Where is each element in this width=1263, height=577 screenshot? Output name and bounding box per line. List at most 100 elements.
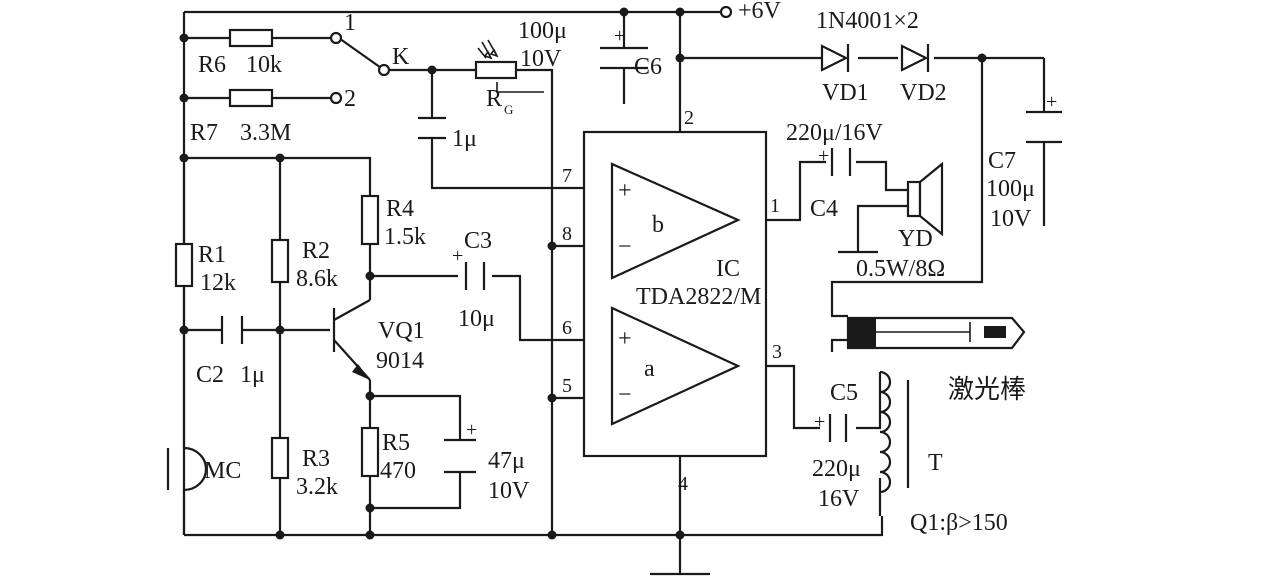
- c2-name: C2: [196, 362, 224, 388]
- vd1-name: VD1: [822, 80, 869, 106]
- pin-8: 8: [562, 223, 572, 245]
- speaker-rating: 0.5W/8Ω: [856, 256, 945, 282]
- capacitor-c2: C2 1μ: [196, 316, 265, 388]
- pin-6: 6: [562, 317, 572, 339]
- ce-value: 47μ: [488, 448, 525, 474]
- r6-name: R6: [198, 52, 226, 78]
- resistor-r7: [228, 88, 274, 108]
- transformer-t: T Q1:β>150: [879, 370, 1008, 536]
- resistor-r6: [228, 28, 274, 48]
- laser-label: 激光棒: [948, 375, 1026, 405]
- c3-name: C3: [464, 228, 492, 254]
- c4-value: 220μ/16V: [786, 120, 884, 146]
- svg-text:+: +: [452, 245, 463, 267]
- amp-a-label: a: [644, 356, 655, 382]
- resistor-r4: [360, 194, 380, 246]
- speaker-yd: YD 0.5W/8Ω: [838, 161, 945, 282]
- resistor-r2: [270, 238, 290, 284]
- svg-text:+: +: [814, 411, 825, 433]
- r5-name: R5: [382, 430, 410, 456]
- pin-7: 7: [562, 165, 572, 187]
- switch-k: 1 2 K: [329, 10, 410, 112]
- photoresistor-rg: R G 100μ 10V: [474, 18, 567, 117]
- mic-name: MC: [204, 458, 241, 484]
- laser-stick: 激光棒: [846, 316, 1026, 405]
- switch-pos2-label: 2: [344, 86, 356, 112]
- svg-text:+: +: [466, 419, 477, 441]
- diode-vd2: VD2: [900, 44, 947, 106]
- r1-name: R1: [198, 242, 226, 268]
- ic-name: IC: [716, 256, 740, 282]
- ic-part: TDA2822/M: [636, 284, 761, 310]
- c5-rating: 16V: [818, 486, 860, 512]
- r2-value: 8.6k: [296, 266, 338, 292]
- pin-2: 2: [684, 107, 694, 129]
- rg-name: R: [486, 86, 502, 112]
- transistor-vq1: VQ1 9014: [332, 299, 425, 381]
- r5-value: 470: [380, 458, 416, 484]
- wires: [182, 10, 1046, 574]
- c5-name: C5: [830, 380, 858, 406]
- svg-text:−: −: [618, 234, 632, 260]
- vq1-name: VQ1: [378, 318, 425, 344]
- resistor-r5: [360, 426, 380, 478]
- c6-name: C6: [634, 54, 662, 80]
- transformer-note: Q1:β>150: [910, 510, 1008, 536]
- c1-value: 1μ: [452, 126, 477, 152]
- r1-value: 12k: [200, 270, 236, 296]
- r3-value: 3.2k: [296, 474, 338, 500]
- svg-text:+: +: [1046, 91, 1057, 113]
- capacitor-emitter-bypass: + 47μ 10V: [444, 419, 530, 504]
- ce-rating: 10V: [488, 478, 530, 504]
- amp-a: [610, 306, 741, 426]
- pin-4: 4: [678, 473, 688, 495]
- capacitor-c4: + 220μ/16V C4: [786, 120, 884, 222]
- rg-rating: 10V: [520, 46, 562, 72]
- supply-terminal: [719, 5, 733, 19]
- r4-value: 1.5k: [384, 224, 426, 250]
- capacitor-c3: + C3 10μ: [452, 228, 495, 332]
- resistor-r1: [174, 242, 194, 288]
- c3-value: 10μ: [458, 306, 495, 332]
- r7-value: 3.3M: [240, 120, 291, 146]
- c2-value: 1μ: [240, 362, 265, 388]
- pin-5: 5: [562, 375, 572, 397]
- r2-name: R2: [302, 238, 330, 264]
- rg-subscript: G: [504, 102, 513, 117]
- switch-pos1-label: 1: [344, 10, 356, 36]
- supply-label: +6V: [738, 0, 782, 24]
- capacitor-c1: 1μ: [418, 116, 477, 152]
- capacitor-c7: + C7 100μ 10V: [986, 91, 1062, 232]
- diode-vd1: VD1: [820, 44, 869, 106]
- r4-name: R4: [386, 196, 414, 222]
- resistor-r3: [270, 436, 290, 480]
- speaker-name: YD: [898, 226, 933, 252]
- c7-name: C7: [988, 148, 1016, 174]
- switch-name-label: K: [392, 44, 410, 70]
- transformer-coil: [879, 370, 892, 494]
- amp-b: [610, 162, 741, 280]
- svg-text:−: −: [618, 382, 632, 408]
- svg-text:+: +: [618, 178, 632, 204]
- pin-3: 3: [772, 341, 782, 363]
- r6-value: 10k: [246, 52, 282, 78]
- capacitor-c6: + C6: [600, 25, 662, 80]
- c5-value: 220μ: [812, 456, 861, 482]
- svg-text:+: +: [614, 25, 625, 47]
- diodes-part: 1N4001×2: [816, 8, 919, 34]
- switch-k-arm: [335, 35, 385, 71]
- pin-1: 1: [770, 195, 780, 217]
- c7-value: 100μ: [986, 176, 1035, 202]
- c4-name: C4: [810, 196, 838, 222]
- microphone-mc: MC: [166, 446, 241, 492]
- rg-value: 100μ: [518, 18, 567, 44]
- ic-tda2822: + − + − b a IC TDA2822/M 7 8 6 5 2 1 3 4: [562, 107, 782, 495]
- svg-text:+: +: [618, 326, 632, 352]
- amp-b-label: b: [652, 212, 664, 238]
- capacitor-c5: + C5 220μ 16V: [812, 380, 861, 512]
- c7-rating: 10V: [990, 206, 1032, 232]
- r7-name: R7: [190, 120, 218, 146]
- transformer-name: T: [928, 450, 943, 476]
- svg-text:+: +: [818, 145, 829, 167]
